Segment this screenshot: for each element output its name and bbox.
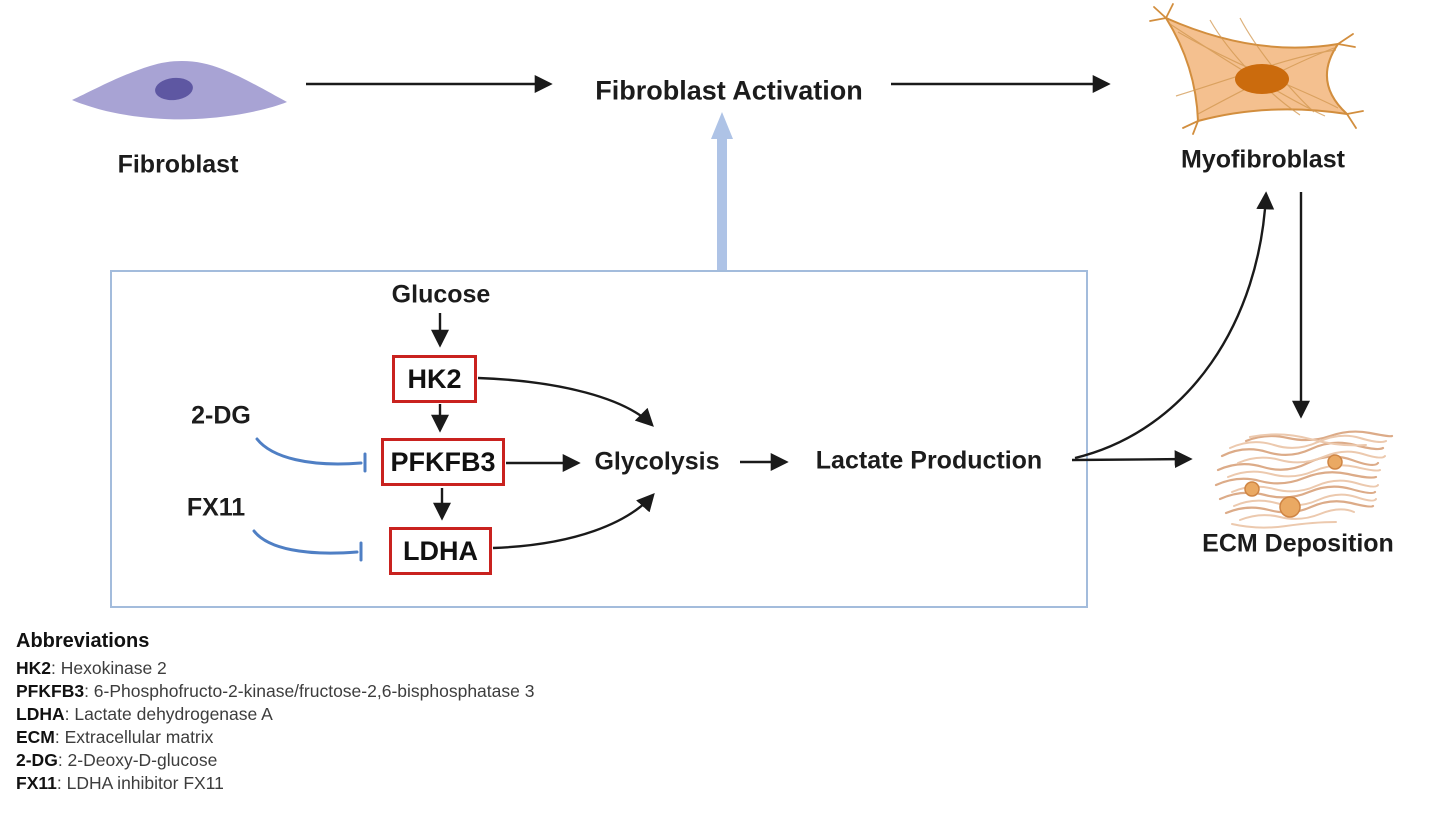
abbreviations-block: Abbreviations HK2: Hexokinase 2 PFKFB3: … (16, 630, 534, 795)
arrow-ldha-to-glycolysis (492, 492, 655, 550)
abbreviation-item: 2-DG: 2-Deoxy-D-glucose (16, 749, 534, 772)
glycolysis-label: Glycolysis (594, 447, 720, 476)
abbreviation-item: FX11: LDHA inhibitor FX11 (16, 772, 534, 795)
inhibition-lines (252, 437, 367, 562)
inhibition-fx11-to-ldha (252, 529, 359, 555)
abbreviation-definition: : Lactate dehydrogenase A (64, 704, 273, 724)
lactate-production-label: Lactate Production (815, 446, 1043, 475)
2dg-label: 2-DG (191, 401, 251, 430)
hk2-box: HK2 (392, 355, 477, 403)
myofibroblast-cell-icon (1149, 3, 1364, 135)
abbreviation-term: 2-DG (16, 750, 58, 770)
abbreviation-term: PFKFB3 (16, 681, 85, 701)
inhibition-2dg-to-pfkfb3 (255, 437, 363, 466)
glucose-label: Glucose (391, 280, 491, 309)
ecm-deposition-label: ECM Deposition (1202, 529, 1394, 558)
abbreviation-item: LDHA: Lactate dehydrogenase A (16, 703, 534, 726)
arrow-hk2-to-glycolysis (477, 376, 654, 427)
ldha-box: LDHA (389, 527, 492, 575)
abbreviation-item: PFKFB3: 6-Phosphofructo-2-kinase/fructos… (16, 680, 534, 703)
abbreviation-term: ECM (16, 727, 55, 747)
abbreviations-title: Abbreviations (16, 630, 150, 652)
arrow-lactate-to-ecm (1071, 450, 1193, 469)
abbreviation-definition: : Extracellular matrix (54, 727, 214, 747)
myofibroblast-label: Myofibroblast (1181, 145, 1345, 174)
abbreviation-definition: : LDHA inhibitor FX11 (56, 773, 224, 793)
abbreviation-definition: : Hexokinase 2 (51, 658, 167, 678)
arrow-lactate-to-myofibroblast (1074, 191, 1275, 460)
flow-arrows (306, 75, 1310, 550)
abbreviation-definition: : 2-Deoxy-D-glucose (57, 750, 218, 770)
abbreviation-definition: : 6-Phosphofructo-2-kinase/fructose-2,6-… (84, 681, 535, 701)
fibroblast-label: Fibroblast (117, 150, 239, 179)
abbreviation-item: ECM: Extracellular matrix (16, 726, 534, 749)
pfkfb3-box: PFKFB3 (381, 438, 505, 486)
abbreviation-term: FX11 (16, 773, 57, 793)
glycolysis-pathway-box (110, 270, 1088, 608)
thick-activation-arrow (711, 112, 733, 270)
abbreviation-item: HK2: Hexokinase 2 (16, 657, 534, 680)
abbreviation-term: HK2 (16, 658, 52, 678)
fibroblast-cell-icon (72, 60, 287, 120)
abbreviation-term: LDHA (16, 704, 65, 724)
fibroblast-activation-label: Fibroblast Activation (595, 75, 863, 106)
ecm-matrix-icon (1214, 430, 1394, 529)
fx11-label: FX11 (186, 493, 246, 522)
